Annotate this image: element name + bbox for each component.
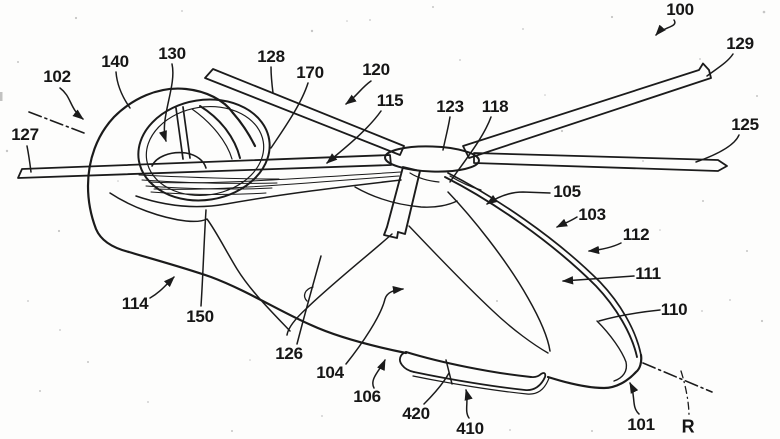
leader-lines (26, 19, 740, 419)
tail-boom (135, 171, 402, 208)
scan-noise (0, 6, 766, 433)
rotor-hub-mast (383, 145, 480, 239)
main-rotor-blades (17, 62, 728, 179)
axis-lines (28, 111, 713, 417)
